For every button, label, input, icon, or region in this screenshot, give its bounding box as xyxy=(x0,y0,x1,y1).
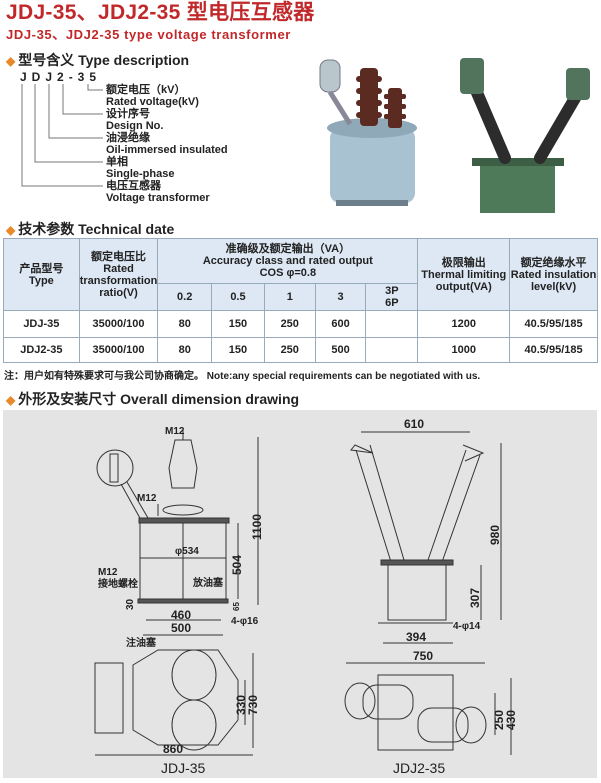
label-drain: 放油塞 xyxy=(192,576,224,589)
cell: 80 xyxy=(157,310,213,338)
cell: JDJ-35 xyxy=(3,310,80,338)
label-860: 860 xyxy=(163,742,183,756)
cell: 600 xyxy=(314,310,367,338)
label-610: 610 xyxy=(404,417,424,431)
jdj2-35-photo xyxy=(460,58,590,213)
jdj2-35-elevation xyxy=(350,431,502,644)
class-0.5: 0.5 xyxy=(211,283,265,311)
label-30: 30 xyxy=(125,598,136,610)
label-m12-top: M12 xyxy=(165,426,185,437)
heading-text: 技术参数 Technical date xyxy=(18,221,175,237)
label-330: 330 xyxy=(234,695,248,715)
model-code: JDJ2-35 xyxy=(20,70,102,84)
jdj-35-elevation xyxy=(96,428,259,636)
cell xyxy=(365,337,419,363)
cell: 250 xyxy=(263,310,316,338)
label-730: 730 xyxy=(246,695,260,715)
jdj-35-caption: JDJ-35 xyxy=(161,760,206,776)
cell: 150 xyxy=(211,310,265,338)
label-m12-mid: M12 xyxy=(137,493,157,504)
type-code-leader-lines xyxy=(21,84,103,187)
cell: 35000/100 xyxy=(78,310,159,338)
label-500: 500 xyxy=(171,621,191,635)
cell: JDJ2-35 xyxy=(3,337,80,363)
technical-heading: ◆技术参数 Technical date xyxy=(6,219,174,239)
label-holes-2: 4-φ14 xyxy=(453,621,481,632)
cell xyxy=(365,310,419,338)
title-cn: JDJ-35、JDJ2-35 型电压互感器 xyxy=(6,1,315,24)
diamond-icon: ◆ xyxy=(6,223,16,237)
jdj2-35-plan xyxy=(344,662,512,755)
label-504: 504 xyxy=(230,555,244,575)
cell: 150 xyxy=(211,337,265,363)
label-430: 430 xyxy=(504,710,518,730)
label-1100: 1100 xyxy=(250,514,264,540)
class-3p6p: 3P 6P xyxy=(365,283,419,311)
label-307: 307 xyxy=(468,588,482,608)
class-0.2: 0.2 xyxy=(157,283,213,311)
cell: 80 xyxy=(157,337,213,363)
cell: 1200 xyxy=(417,310,511,338)
dimension-drawing-panel: M12 M12 M12 接地螺栓 放油塞 φ534 1100 504 30 65… xyxy=(3,410,597,778)
drawing-heading: ◆外形及安装尺寸 Overall dimension drawing xyxy=(6,389,299,409)
diamond-icon: ◆ xyxy=(6,393,16,407)
cell: 1000 xyxy=(417,337,511,363)
class-3: 3 xyxy=(314,283,367,311)
cell: 40.5/95/185 xyxy=(509,310,598,338)
cell: 500 xyxy=(314,337,367,363)
note: 注：用户如有特殊要求可与我公司协商确定。 Note:any special re… xyxy=(4,371,481,382)
label-65: 65 xyxy=(232,602,241,611)
label-394: 394 xyxy=(406,630,426,644)
cell: 35000/100 xyxy=(78,337,159,363)
label-460: 460 xyxy=(171,608,191,622)
label-250: 250 xyxy=(492,710,506,730)
label-holes: 4-φ16 xyxy=(231,616,259,627)
label-ground-bolt: 接地螺栓 xyxy=(98,577,138,590)
jdj-35-plan xyxy=(94,649,254,756)
cell: 250 xyxy=(263,337,316,363)
class-1: 1 xyxy=(263,283,316,311)
heading-text: 外形及安装尺寸 Overall dimension drawing xyxy=(18,391,300,407)
title-en: JDJ-35、JDJ2-35 type voltage transformer xyxy=(6,27,291,42)
header-accuracy: 准确级及额定输出（VA）Accuracy class and rated out… xyxy=(157,238,419,284)
label-fill-plug: 注油塞 xyxy=(126,636,157,649)
label-d534: φ534 xyxy=(175,546,199,557)
label-m12-ground: M12 xyxy=(98,567,118,578)
diamond-icon: ◆ xyxy=(6,54,16,68)
type-description-heading: ◆型号含义 Type description xyxy=(6,50,189,70)
jdj2-35-caption: JDJ2-35 xyxy=(393,760,445,776)
label-750: 750 xyxy=(413,649,433,663)
label-980: 980 xyxy=(488,525,502,545)
heading-text: 型号含义 Type description xyxy=(18,52,190,68)
dimension-drawings: M12 M12 M12 接地螺栓 放油塞 φ534 1100 504 30 65… xyxy=(94,417,518,776)
product-photos xyxy=(319,58,590,213)
jdj-35-photo xyxy=(319,59,417,206)
cell: 40.5/95/185 xyxy=(509,337,598,363)
code-item-voltage: 额定电压（kV）Rated voltage(kV) xyxy=(106,84,199,108)
